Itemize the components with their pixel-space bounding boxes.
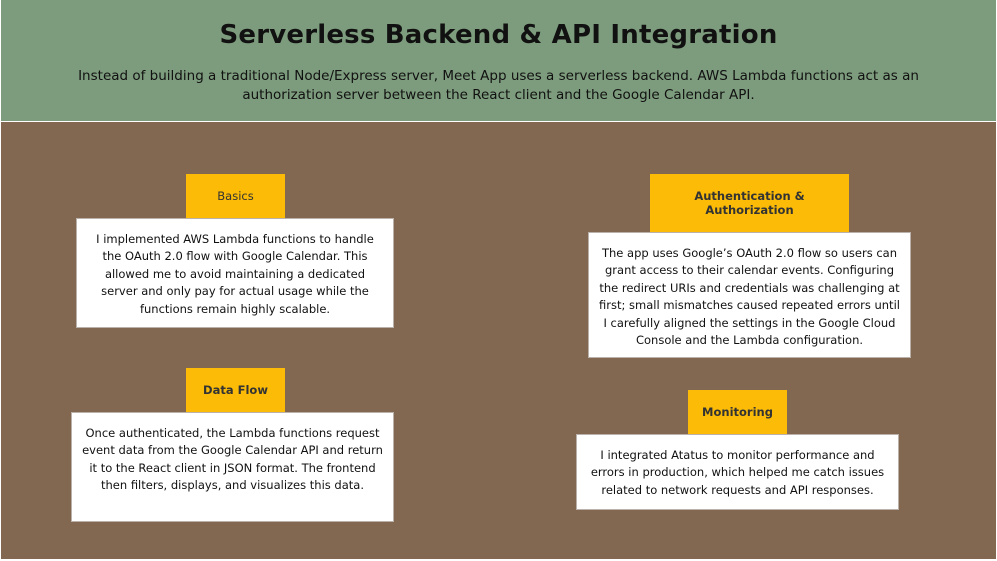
page-subtitle: Instead of building a traditional Node/E… — [78, 68, 919, 103]
auth-card: The app uses Google’s OAuth 2.0 flow so … — [588, 232, 911, 358]
basics-tag: Basics — [186, 174, 285, 218]
basics-card: I implemented AWS Lambda functions to ha… — [76, 218, 394, 328]
header-banner: Serverless Backend & API Integration Ins… — [1, 0, 996, 121]
auth-tag: Authentication & Authorization — [650, 174, 849, 232]
monitoring-card: I integrated Atatus to monitor performan… — [576, 434, 899, 510]
dataflow-tag: Data Flow — [186, 368, 285, 412]
page-title: Serverless Backend & API Integration — [219, 20, 778, 50]
dataflow-card: Once authenticated, the Lambda functions… — [71, 412, 394, 522]
monitoring-tag: Monitoring — [688, 390, 787, 434]
